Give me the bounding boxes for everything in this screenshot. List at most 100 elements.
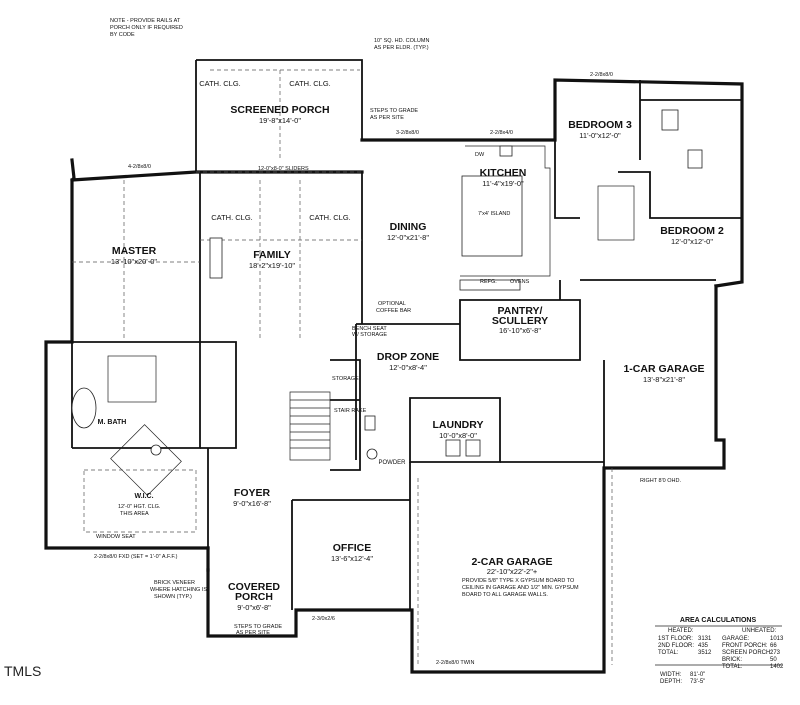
svg-text:DEPTH:: DEPTH: (660, 679, 682, 685)
dw-label: DW (475, 152, 485, 158)
washer-icon (445, 439, 461, 457)
garage2-name: 2-CAR GARAGE (471, 556, 552, 568)
brick-note-2: WHERE HATCHING IS (150, 587, 207, 593)
svg-text:66: 66 (770, 643, 777, 649)
family-name: FAMILY (253, 249, 291, 261)
dim-office-bottom: 2-3/0x2/6 (312, 616, 335, 622)
svg-text:AS PER ELDR. (TYP.): AS PER ELDR. (TYP.) (374, 45, 429, 51)
svg-text:WIDTH:: WIDTH: (660, 672, 682, 678)
svg-text:81'-0": 81'-0" (690, 672, 705, 678)
garage-note-2: CEILING IN GARAGE AND 1/2" MIN. GYPSUM (462, 585, 579, 591)
cath-clg-label: CATH. CLG. (289, 79, 331, 88)
office-dims: 13'-6"x12'-4" (331, 554, 373, 563)
window-seat: WINDOW SEAT (96, 534, 136, 540)
powder-sink-icon (366, 448, 378, 460)
powder-name: POWDER (379, 460, 407, 466)
storage-name: STORAGE (332, 376, 359, 382)
screened-porch-dims: 19'-8"x14'-0" (259, 116, 301, 125)
pantry-name2: SCULLERY (492, 315, 548, 327)
tub-icon (71, 387, 97, 429)
steps-grade-note: STEPS TO GRADE AS PER SITE (370, 108, 418, 121)
svg-text:UNHEATED:: UNHEATED: (742, 628, 777, 634)
interior-walls (71, 80, 742, 610)
screened-porch-name: SCREENED PORCH (230, 104, 329, 116)
svg-text:TOTAL:: TOTAL: (658, 650, 679, 656)
dining-name: DINING (390, 221, 427, 233)
svg-text:FRONT PORCH:: FRONT PORCH: (722, 643, 768, 649)
dim-master-top: 4-2/8x8/0 (128, 164, 151, 170)
bedroom3-name: BEDROOM 3 (568, 119, 632, 131)
bedroom2-dims: 12'-0"x12'-0" (671, 237, 713, 246)
svg-text:3131: 3131 (698, 636, 712, 642)
svg-text:AS PER SITE: AS PER SITE (370, 115, 404, 121)
steps-front-1: STEPS TO GRADE (234, 624, 282, 630)
svg-text:1013: 1013 (770, 636, 784, 642)
kitchen-dims: 11'-4"x19'-0" (482, 179, 524, 188)
svg-text:BY CODE: BY CODE (110, 32, 135, 38)
svg-text:NOTE - PROVIDE RAILS AT: NOTE - PROVIDE RAILS AT (110, 18, 181, 24)
bath-toilet-icon (661, 109, 679, 131)
svg-text:BRICK:: BRICK: (722, 657, 742, 663)
dryer-icon (465, 439, 481, 457)
dining-dims: 12'-0"x21'-8" (387, 233, 429, 242)
svg-text:50: 50 (770, 657, 777, 663)
master-dims: 13'-10"x20'-0" (111, 257, 157, 266)
svg-text:TOTAL:: TOTAL: (722, 664, 743, 670)
dim-kitchen-top: 2-2/8x4/0 (490, 130, 513, 136)
svg-text:1402: 1402 (770, 664, 784, 670)
laundry-name: LAUNDRY (433, 419, 484, 431)
wic-name: W.I.C. (134, 493, 153, 500)
brick-note-3: SHOWN (TYP.) (154, 594, 192, 600)
dim-garage-bottom: 2-2/8x8/0 TWIN (436, 660, 474, 666)
rails-note: NOTE - PROVIDE RAILS AT PORCH ONLY IF RE… (110, 18, 183, 38)
laundry-dims: 10'-0"x8'-0" (439, 431, 477, 440)
mls-watermark: TMLS (4, 663, 41, 679)
garage-note-1: PROVIDE 5/8" TYPE X GYPSUM BOARD TO (462, 578, 575, 584)
fixtures (71, 109, 703, 460)
steps-front-2: AS PER SITE (236, 630, 270, 636)
svg-text:2ND FLOOR:: 2ND FLOOR: (658, 643, 694, 649)
area-calculations: AREA CALCULATIONS HEATED: UNHEATED: 1ST … (658, 617, 784, 685)
master-name: MASTER (112, 245, 157, 257)
cath-clg-family2: CATH. CLG. (309, 213, 351, 222)
svg-text:STEPS TO GRADE: STEPS TO GRADE (370, 108, 418, 114)
master-toilet-icon (150, 444, 162, 456)
area-calc-title: AREA CALCULATIONS (680, 617, 757, 624)
pantry-dims: 16'-10"x6'-8" (499, 326, 541, 335)
island-label: 7'x4' ISLAND (478, 211, 510, 217)
family-dims: 18'-2"x19'-10" (249, 261, 295, 270)
drop-zone-name: DROP ZONE (377, 351, 439, 363)
ceiling-lines (72, 69, 613, 665)
svg-text:435: 435 (698, 643, 709, 649)
bench-seat-1: BENCH SEAT (352, 326, 387, 332)
sliders-label: 12-0"x8-0" SLIDERS (258, 166, 309, 172)
covered-porch-dims: 9'-0"x6'-8" (237, 603, 271, 612)
garage1-name: 1-CAR GARAGE (623, 363, 704, 375)
wic-clg-2: THIS AREA (120, 511, 149, 517)
covered-porch-name2: PORCH (235, 591, 273, 603)
bedroom3-dims: 11'-0"x12'-0" (579, 131, 621, 140)
sink-icon (499, 145, 513, 157)
column-note: 10" SQ. HD. COLUMN AS PER ELDR. (TYP.) (374, 38, 429, 51)
svg-text:273: 273 (770, 650, 781, 656)
svg-text:GARAGE:: GARAGE: (722, 636, 750, 642)
pantry-name1: PANTRY/ (498, 305, 543, 317)
drop-zone-dims: 12'-0"x8'-4" (389, 363, 427, 372)
svg-text:3512: 3512 (698, 650, 712, 656)
svg-text:HEATED:: HEATED: (668, 628, 694, 634)
garage-door-dim: RIGHT 8'0 OHD. (640, 478, 681, 484)
fireplace-icon (209, 237, 223, 279)
cath-clg-label: CATH. CLG. (199, 79, 241, 88)
cath-clg-family: CATH. CLG. (211, 213, 253, 222)
office-name: OFFICE (333, 542, 372, 554)
covered-porch-name1: COVERED (228, 581, 280, 593)
foyer-dims: 9'-0"x16'-8" (233, 499, 271, 508)
garage-note-3: BOARD TO ALL GARAGE WALLS. (462, 592, 548, 598)
dim-top-right: 2-2/8x8/0 (590, 72, 613, 78)
ovens-label: OVENS (510, 279, 530, 285)
garage1-dims: 13'-8"x21'-8" (643, 375, 685, 384)
kitchen-name: KITCHEN (480, 167, 527, 179)
stair-rake: STAIR RAKE (334, 408, 367, 414)
coffee-bar-2: COFFEE BAR (376, 308, 411, 314)
